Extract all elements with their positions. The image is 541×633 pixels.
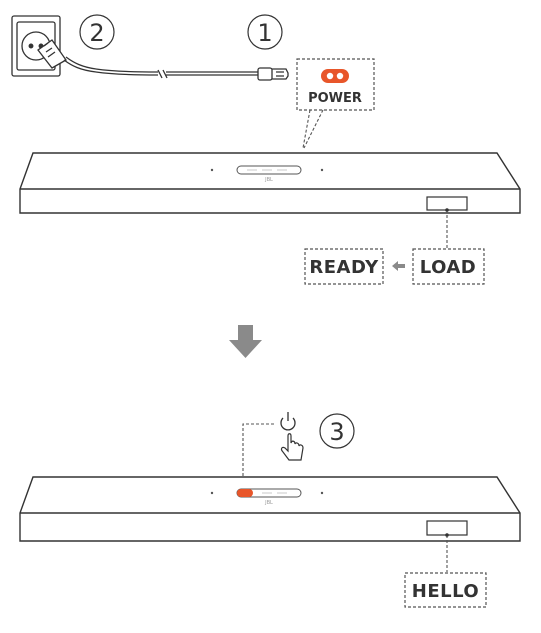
soundbar-top-controls: JBL (210, 165, 324, 183)
ready-text: READY (309, 257, 379, 278)
hello-status-box: HELLO (404, 572, 487, 608)
power-connector-icon (257, 67, 289, 81)
step-1-number: 1 (257, 19, 272, 47)
left-arrow-icon (392, 261, 405, 271)
down-arrow-icon (229, 325, 262, 358)
ready-status-box: READY (304, 248, 384, 285)
power-callout-pointer (302, 109, 324, 149)
power-symbol-icon (280, 412, 296, 431)
power-port-icon (321, 69, 349, 83)
brand-logo: JBL (264, 500, 273, 506)
soundbar-top (19, 152, 521, 214)
step-3-number: 3 (329, 418, 344, 446)
power-plug-icon (37, 39, 97, 73)
power-label: POWER (308, 91, 362, 106)
power-button-highlight (237, 489, 253, 497)
hello-text: HELLO (412, 581, 479, 602)
finger-press-icon (280, 433, 304, 461)
soundbar-top-display (426, 196, 468, 211)
brand-logo: JBL (264, 177, 273, 183)
load-status-box: LOAD (412, 248, 485, 285)
soundbar-bottom (19, 476, 521, 542)
power-button-pointer (242, 423, 274, 492)
soundbar-bottom-display (426, 520, 468, 536)
step-2-badge: 2 (79, 14, 115, 50)
load-text: LOAD (420, 257, 477, 278)
power-cable (95, 68, 258, 79)
step-3-badge: 3 (319, 413, 355, 449)
step-2-number: 2 (89, 19, 104, 47)
soundbar-bottom-controls: JBL (210, 488, 324, 506)
power-callout: POWER (296, 58, 375, 111)
step-1-badge: 1 (247, 14, 283, 50)
